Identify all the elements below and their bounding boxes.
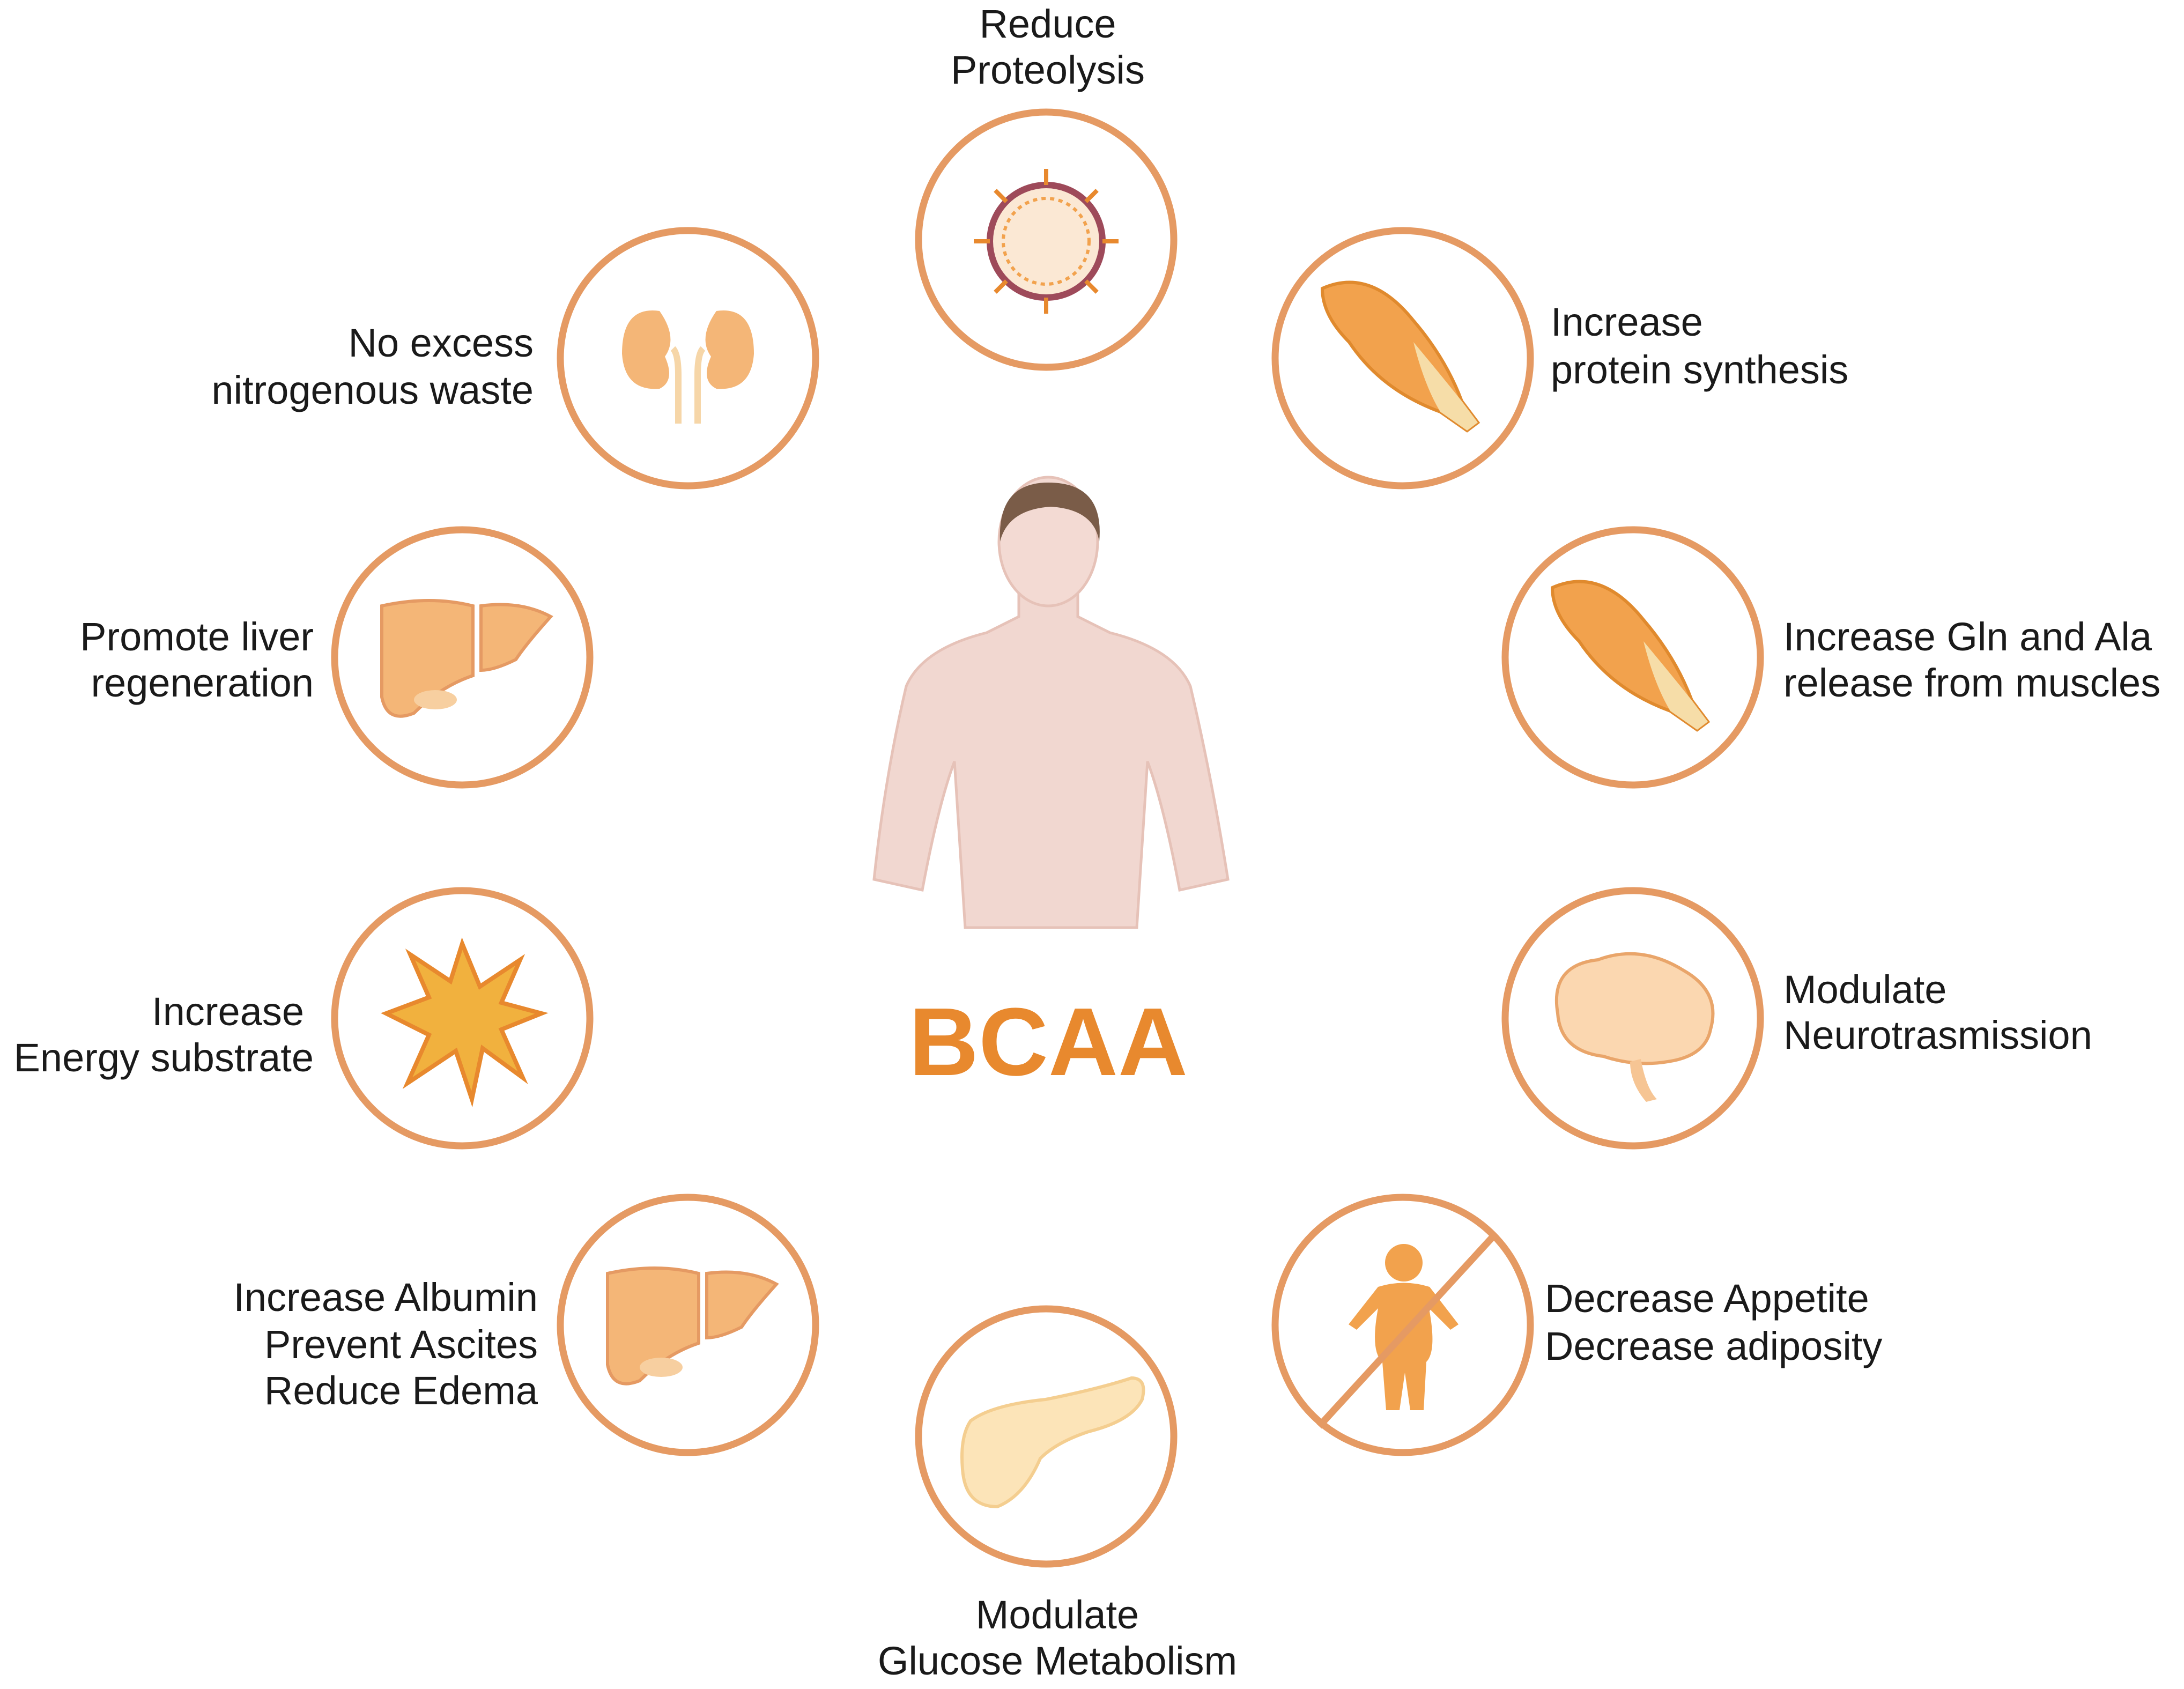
effect-energy xyxy=(331,887,594,1150)
human-figure-icon xyxy=(872,476,1230,929)
effect-liver-regeneration xyxy=(331,526,594,789)
brain-icon xyxy=(1554,952,1715,1102)
effect-albumin xyxy=(557,1194,819,1456)
no-obesity-icon xyxy=(1316,1231,1499,1429)
effect-glucose xyxy=(915,1305,1178,1568)
effect-proteolysis xyxy=(915,108,1178,371)
effect-appetite xyxy=(1271,1194,1534,1456)
effect-nitrogen xyxy=(557,227,819,490)
pancreas-icon xyxy=(960,1376,1145,1509)
effect-gln-ala xyxy=(1501,526,1764,789)
virus-icon xyxy=(974,169,1119,314)
bcaa-title: BCAA xyxy=(909,988,1188,1096)
burst-icon xyxy=(381,937,549,1108)
effect-neuro xyxy=(1501,887,1764,1150)
kidney-icon xyxy=(622,310,754,424)
effect-protein-synthesis xyxy=(1271,227,1534,490)
